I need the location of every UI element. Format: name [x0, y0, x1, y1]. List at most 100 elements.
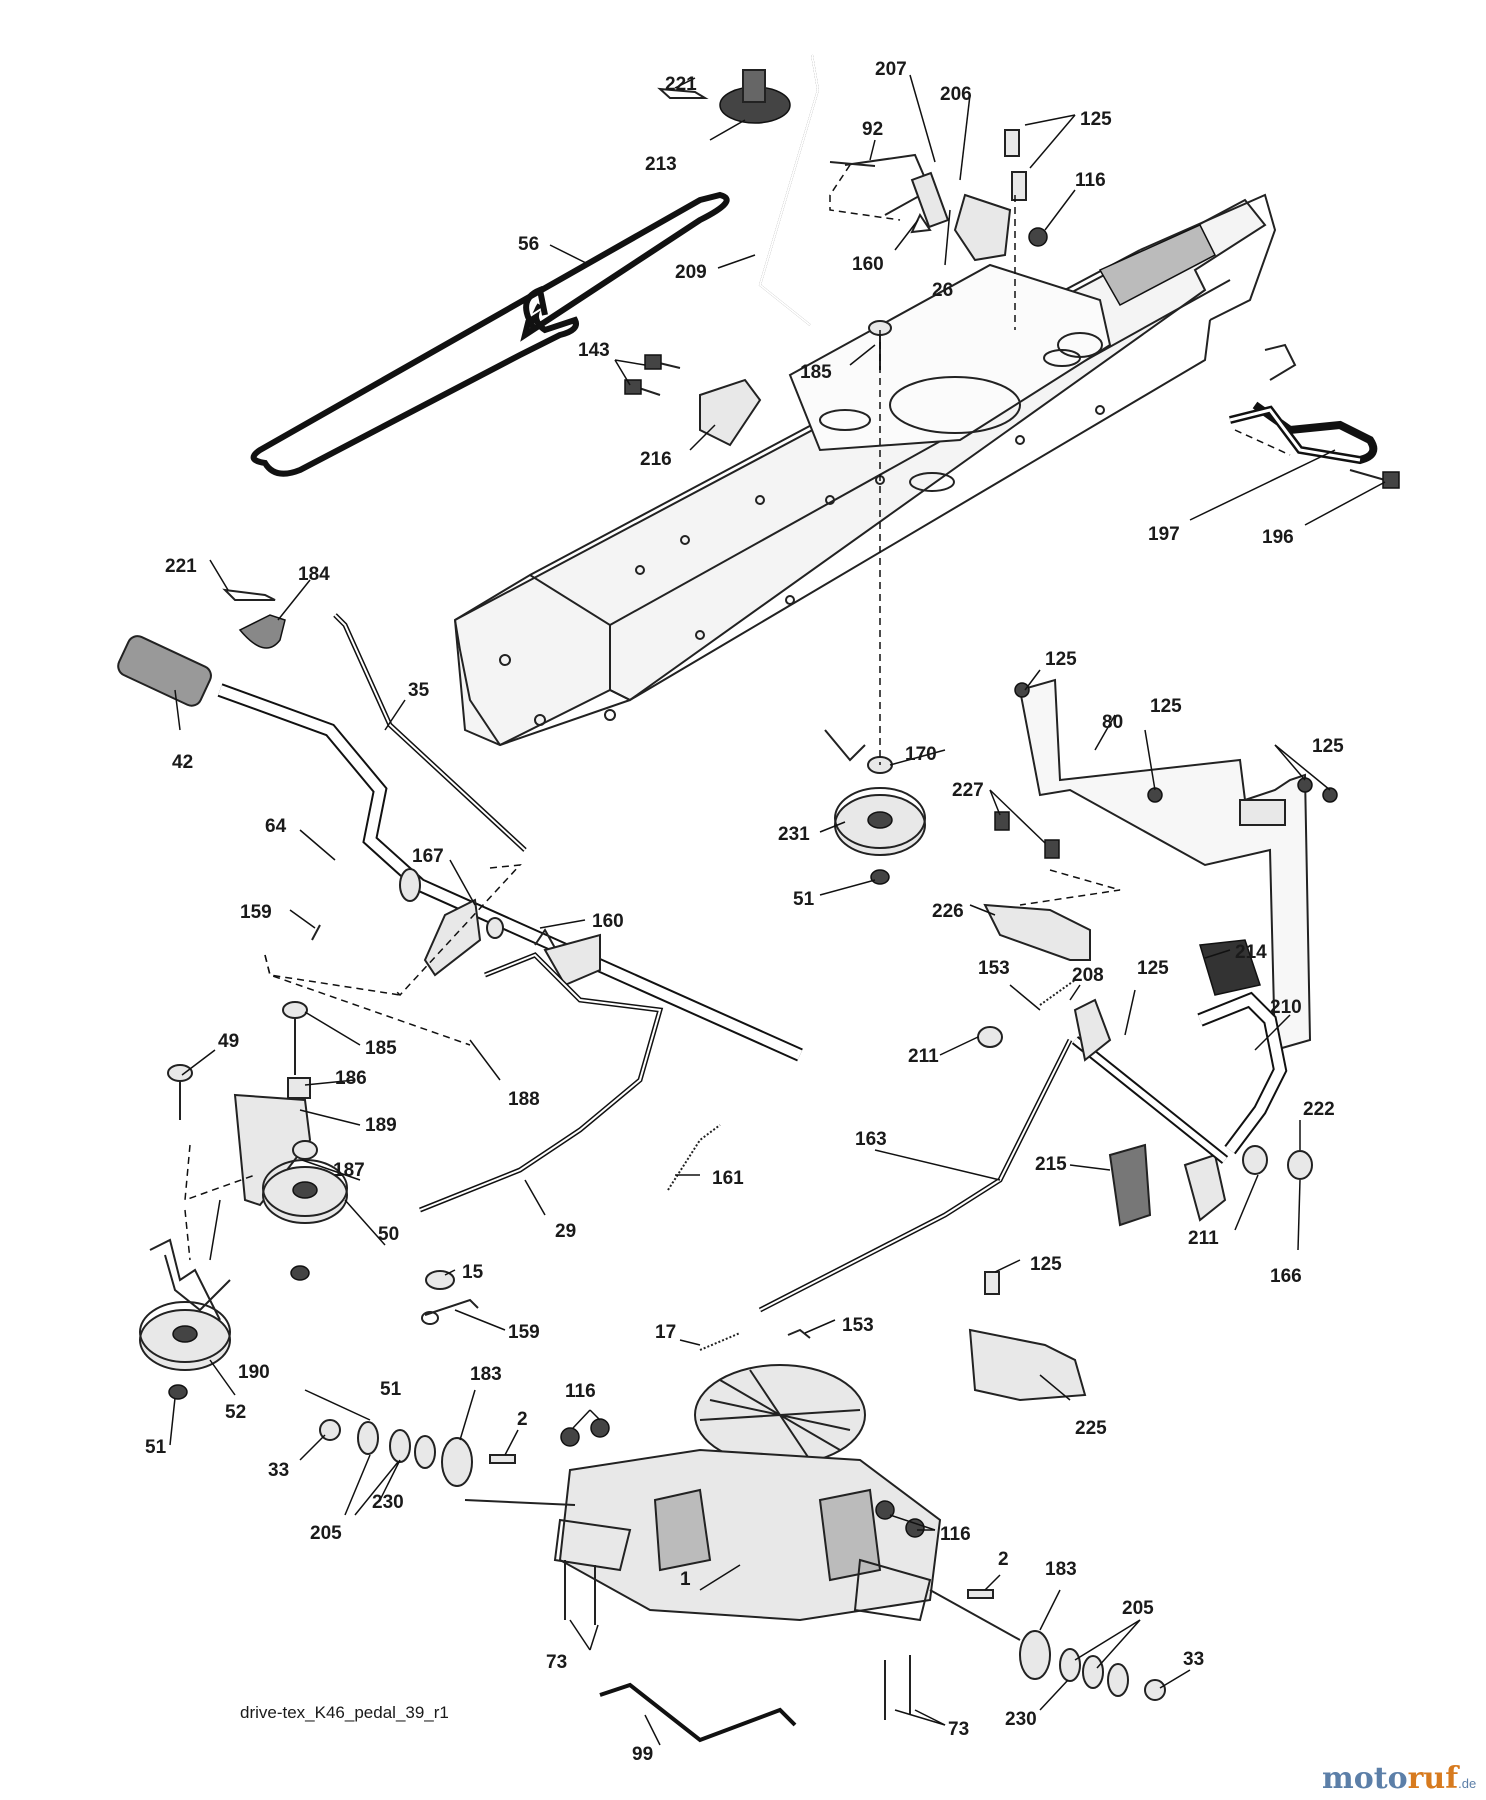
part-label-206: 206: [940, 84, 972, 105]
part-label-213: 213: [645, 154, 677, 175]
chassis-frame: [453, 193, 1297, 747]
part-label-153: 153: [978, 958, 1010, 979]
part-label-50: 50: [378, 1224, 399, 1245]
bracket-225: [968, 1271, 1087, 1402]
upper-knob-parts: [657, 69, 791, 124]
part-label-215: 215: [1035, 1154, 1067, 1175]
part-label-159: 159: [240, 902, 272, 923]
part-label-49: 49: [218, 1031, 239, 1052]
part-label-166: 166: [1270, 1266, 1302, 1287]
rod-35: [333, 613, 527, 852]
part-label-51: 51: [380, 1379, 402, 1400]
part-label-183: 183: [470, 1364, 502, 1385]
watermark-suffix: .de: [1458, 1776, 1476, 1791]
watermark-part1: moto: [1322, 1761, 1408, 1796]
shift-lever-64: [217, 683, 803, 1062]
lift-lever-rod: [758, 54, 820, 326]
part-label-80: 80: [1102, 712, 1123, 733]
part-label-125: 125: [1137, 958, 1169, 979]
right-axle-parts: [967, 1589, 1166, 1701]
part-label-231: 231: [778, 824, 810, 845]
part-label-33: 33: [268, 1460, 289, 1481]
part-label-187: 187: [333, 1160, 365, 1181]
part-label-205: 205: [310, 1523, 342, 1544]
part-label-73: 73: [546, 1652, 567, 1673]
part-label-2: 2: [998, 1549, 1009, 1570]
part-label-92: 92: [862, 119, 883, 140]
svg-text:motoruf.de: motoruf.de: [1322, 1761, 1476, 1796]
part-label-185: 185: [365, 1038, 397, 1059]
leader-lines: [169, 74, 1386, 1746]
part-label-209: 209: [675, 262, 707, 283]
part-label-2: 2: [517, 1409, 528, 1430]
diagram-caption: drive-tex_K46_pedal_39_r1: [240, 1703, 449, 1722]
part-label-216: 216: [640, 449, 672, 470]
part-label-153: 153: [842, 1315, 874, 1336]
idler-bracket-assembly: [167, 1001, 318, 1207]
watermark-logo: motoruf.de: [1322, 1761, 1476, 1796]
part-label-207: 207: [875, 59, 907, 80]
part-label-189: 189: [365, 1115, 397, 1136]
part-label-211: 211: [908, 1046, 939, 1067]
part-label-1: 1: [680, 1569, 691, 1590]
part-label-185: 185: [800, 362, 832, 383]
part-label-33: 33: [1183, 1649, 1204, 1670]
transaxle-fasteners: [560, 1418, 925, 1743]
part-label-42: 42: [172, 752, 193, 773]
part-label-167: 167: [412, 846, 444, 867]
part-label-160: 160: [852, 254, 884, 275]
part-label-230: 230: [1005, 1709, 1037, 1730]
part-label-56: 56: [518, 234, 539, 255]
lift-bracket-assembly: [829, 129, 1048, 262]
rod-163: [758, 1038, 1073, 1339]
part-label-208: 208: [1072, 965, 1104, 986]
part-label-51: 51: [145, 1437, 167, 1458]
part-label-196: 196: [1262, 527, 1294, 548]
part-label-125: 125: [1312, 736, 1344, 757]
part-label-211: 211: [1188, 1228, 1219, 1249]
bracket-226: [983, 811, 1091, 961]
springs: [667, 979, 1076, 1351]
watermark-part2: ruf: [1408, 1761, 1461, 1796]
part-label-52: 52: [225, 1402, 246, 1423]
part-label-159: 159: [508, 1322, 540, 1343]
pulley-50: [262, 1159, 348, 1281]
pulley-231: [824, 729, 926, 885]
part-label-35: 35: [408, 680, 430, 701]
part-label-221: 221: [165, 556, 197, 577]
part-labels: 221 213 207 206 125 92 116 56 160 26 209…: [145, 59, 1344, 1765]
rod-197: [1229, 401, 1400, 489]
part-label-125: 125: [1080, 109, 1112, 130]
shaft-assembly-167: [311, 868, 664, 1213]
part-label-29: 29: [555, 1221, 576, 1242]
part-label-161: 161: [712, 1168, 744, 1189]
part-label-225: 225: [1075, 1418, 1107, 1439]
part-label-116: 116: [565, 1381, 596, 1402]
part-label-163: 163: [855, 1129, 887, 1150]
part-label-190: 190: [238, 1362, 270, 1383]
part-label-222: 222: [1303, 1099, 1335, 1120]
part-label-205: 205: [1122, 1598, 1154, 1619]
part-label-143: 143: [578, 340, 610, 361]
part-label-226: 226: [932, 901, 964, 922]
part-label-15: 15: [462, 1262, 484, 1283]
part-label-230: 230: [372, 1492, 404, 1513]
part-label-221: 221: [665, 74, 697, 95]
part-label-197: 197: [1148, 524, 1180, 545]
pedal-assembly: [977, 939, 1313, 1227]
part-label-186: 186: [335, 1068, 367, 1089]
part-label-227: 227: [952, 780, 984, 801]
part-label-73: 73: [948, 1719, 969, 1740]
transaxle: [464, 1364, 1021, 1641]
part-label-125: 125: [1150, 696, 1182, 717]
part-label-125: 125: [1030, 1254, 1062, 1275]
part-label-184: 184: [298, 564, 330, 585]
part-label-188: 188: [508, 1089, 540, 1110]
part-label-125: 125: [1045, 649, 1077, 670]
pins-15-159: [421, 1270, 479, 1325]
part-label-160: 160: [592, 911, 624, 932]
left-handle-parts: [117, 588, 286, 707]
part-label-64: 64: [265, 816, 287, 837]
part-label-170: 170: [905, 744, 937, 765]
